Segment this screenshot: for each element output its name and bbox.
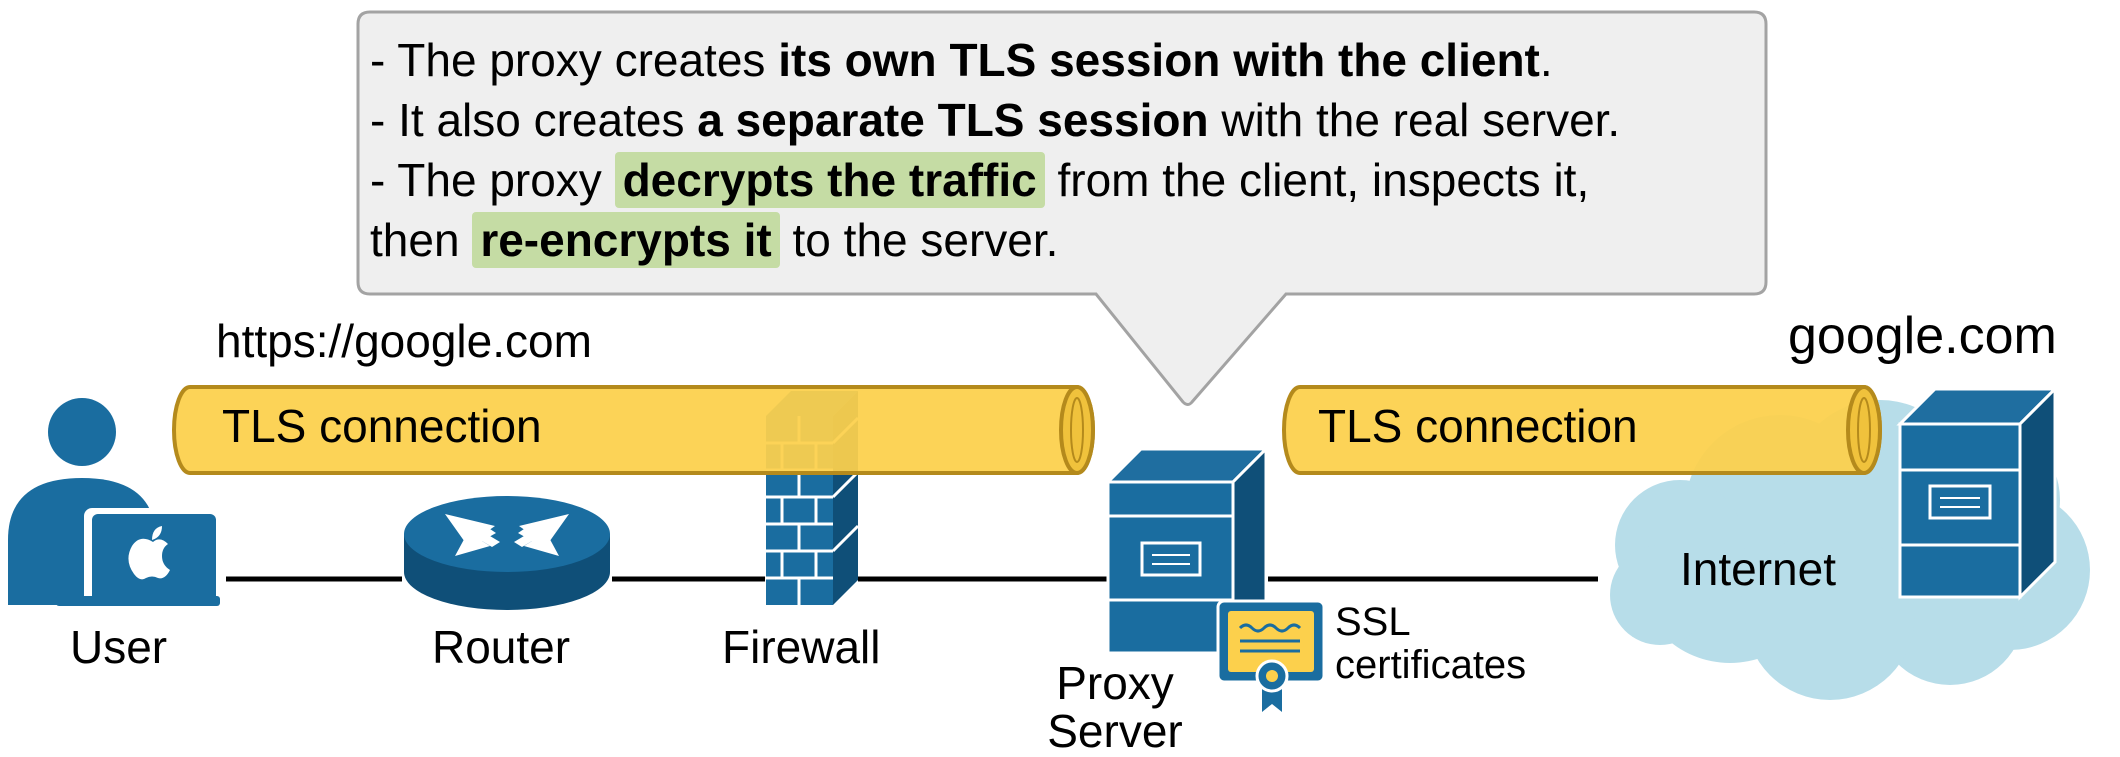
- callout-line-4-text: then: [370, 214, 473, 266]
- apple-logo-icon: [128, 526, 170, 580]
- user-label: User: [70, 621, 168, 673]
- callout-line-2-text: - It also creates: [370, 94, 698, 146]
- proxy-label-line-2: Server: [1047, 705, 1183, 757]
- callout-line-4-end: to the server.: [779, 214, 1059, 266]
- firewall-label: Firewall: [722, 621, 881, 673]
- callout-line-4: then re-encrypts it to the server.: [370, 210, 1750, 270]
- callout-line-1-end: .: [1539, 34, 1553, 86]
- callout-line-2-end: with the real server.: [1208, 94, 1621, 146]
- callout-line-2-bold: a separate TLS session: [697, 94, 1209, 146]
- callout-line-3-highlight: decrypts the traffic: [614, 152, 1045, 208]
- ssl-label-line-1: SSL: [1335, 600, 1411, 644]
- callout-line-3-text: - The proxy: [370, 154, 615, 206]
- router-icon: [404, 496, 610, 610]
- ssl-label-line-2: certificates: [1335, 643, 1527, 687]
- user-icon: [8, 398, 220, 606]
- tls-connection-left-label: TLS connection: [222, 400, 542, 452]
- server-host-label: google.com: [1788, 307, 2057, 365]
- tls-connection-right-label: TLS connection: [1318, 400, 1638, 452]
- callout-line-2: - It also creates a separate TLS session…: [370, 90, 1750, 150]
- google-server-icon: [1896, 385, 2059, 601]
- callout-line-1-text: - The proxy creates: [370, 34, 779, 86]
- ssl-certificate-icon: [1216, 599, 1326, 712]
- callout-line-1: - The proxy creates its own TLS session …: [370, 30, 1750, 90]
- internet-label: Internet: [1680, 543, 1836, 595]
- callout-text: - The proxy creates its own TLS session …: [370, 30, 1750, 270]
- tls-tunnel-right: [1282, 385, 1882, 475]
- proxy-server-icon: [1104, 445, 1270, 657]
- callout-line-1-bold: its own TLS session with the client: [778, 34, 1540, 86]
- callout-line-3: - The proxy decrypts the traffic from th…: [370, 150, 1750, 210]
- callout-bubble: [356, 10, 1768, 406]
- callout-line-3-end: from the client, inspects it,: [1044, 154, 1590, 206]
- tls-tunnel-left: [172, 385, 1095, 475]
- callout-line-4-highlight: re-encrypts it: [472, 212, 780, 268]
- client-url-label: https://google.com: [216, 315, 592, 367]
- router-label: Router: [432, 621, 571, 673]
- proxy-label-line-1: Proxy: [1056, 657, 1174, 709]
